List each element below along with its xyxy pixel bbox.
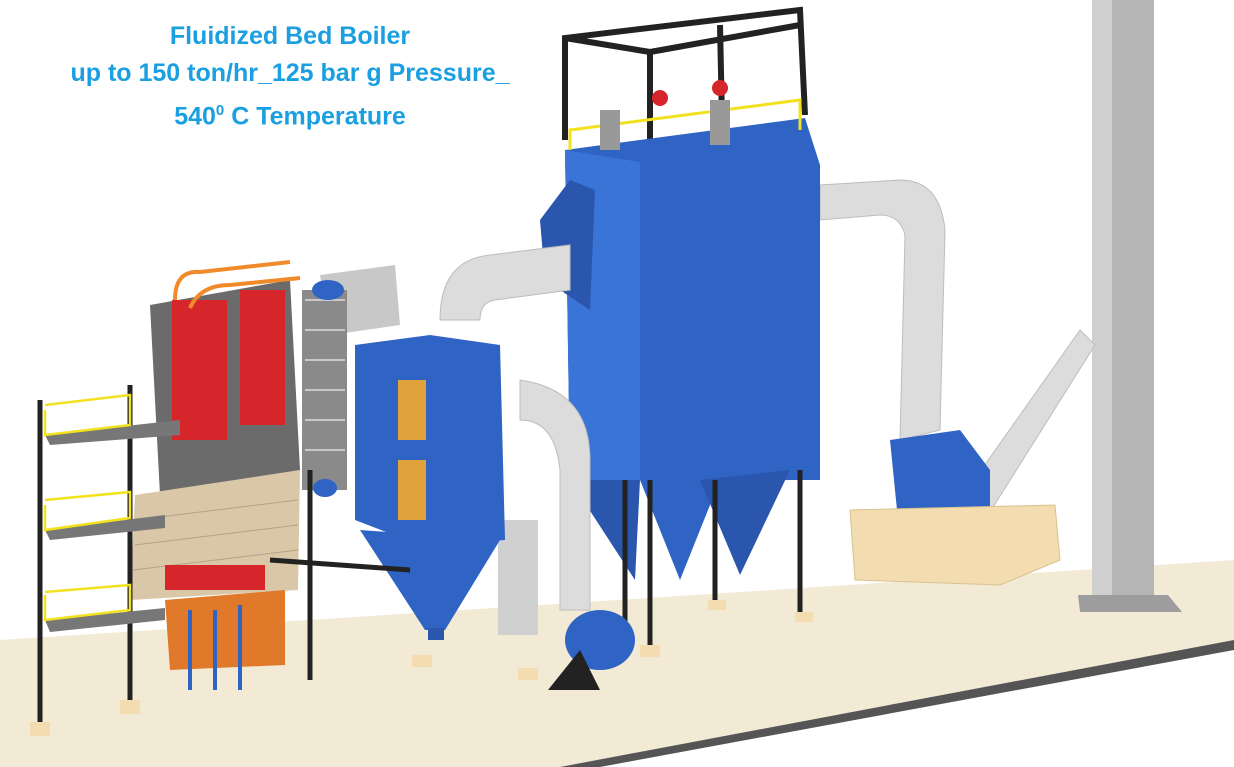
page-title: Fluidized Bed Boiler up to 150 ton/hr_12…	[20, 18, 560, 135]
down-duct	[519, 379, 591, 611]
title-line-1: Fluidized Bed Boiler	[169, 22, 411, 50]
convection-pass	[302, 265, 400, 497]
bag-filter	[540, 6, 820, 650]
title-line-2: up to 150 ton/hr_125 bar g Pressure_	[70, 59, 510, 87]
platforms	[43, 393, 180, 632]
chimney	[1078, 0, 1182, 612]
flue-duct	[439, 244, 571, 321]
outlet-duct	[819, 179, 1096, 521]
temperature-value: 540	[174, 102, 216, 131]
title-line-3: 5400 C Temperature	[20, 92, 560, 135]
floor-edge	[560, 640, 1234, 767]
temperature-unit: C Temperature	[224, 102, 406, 131]
economizer	[355, 335, 505, 640]
fd-fan	[548, 610, 635, 690]
boiler-furnace	[130, 260, 301, 690]
id-fan	[849, 430, 1061, 586]
degree-superscript: 0	[215, 102, 225, 119]
foundations	[30, 600, 813, 736]
